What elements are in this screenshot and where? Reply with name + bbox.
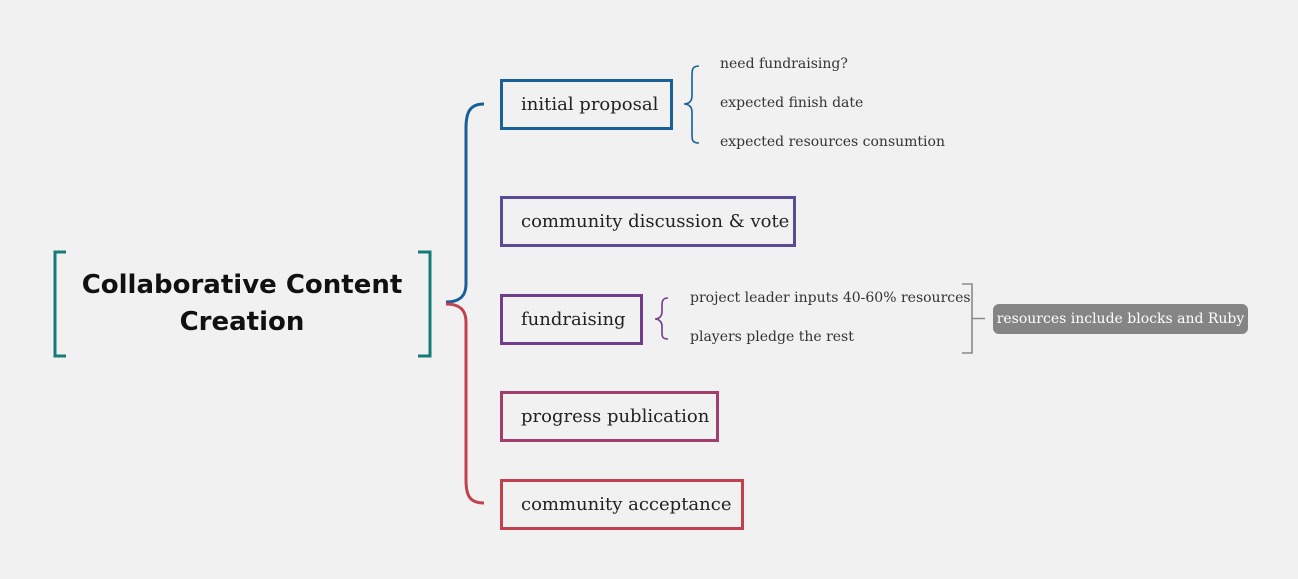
branch-initial-proposal[interactable]: initial proposal [500, 79, 673, 130]
branch-label: progress publication [521, 406, 710, 427]
branch-label: community discussion & vote [521, 211, 790, 232]
root-title: Collaborative Content Creation [81, 270, 403, 337]
detail-expected-finish-date[interactable]: expected finish date [720, 95, 864, 111]
detail-need-fundraising[interactable]: need fundraising? [720, 56, 848, 72]
branch-community-discussion[interactable]: community discussion & vote [500, 196, 796, 247]
detail-brace-initial-proposal [683, 65, 700, 144]
main-brace-lower [445, 302, 485, 505]
branch-progress-publication[interactable]: progress publication [500, 391, 719, 442]
branch-label: fundraising [521, 309, 626, 330]
note-resources[interactable]: resources include blocks and Ruby [993, 304, 1248, 334]
detail-brace-fundraising [654, 297, 669, 340]
detail-players-pledge[interactable]: players pledge the rest [690, 329, 854, 345]
root-bracket-left [53, 250, 66, 358]
note-label: resources include blocks and Ruby [996, 311, 1245, 327]
root-bracket-right [418, 250, 432, 358]
branch-label: initial proposal [521, 94, 659, 115]
note-bracket [962, 283, 985, 354]
branch-community-acceptance[interactable]: community acceptance [500, 479, 744, 530]
branch-label: community acceptance [521, 494, 732, 515]
detail-project-leader-inputs[interactable]: project leader inputs 40-60% resources [690, 290, 971, 306]
root-topic[interactable]: Collaborative Content Creation [66, 248, 418, 360]
detail-expected-resources[interactable]: expected resources consumtion [720, 134, 945, 150]
main-brace-upper [445, 102, 485, 304]
branch-fundraising[interactable]: fundraising [500, 294, 643, 345]
